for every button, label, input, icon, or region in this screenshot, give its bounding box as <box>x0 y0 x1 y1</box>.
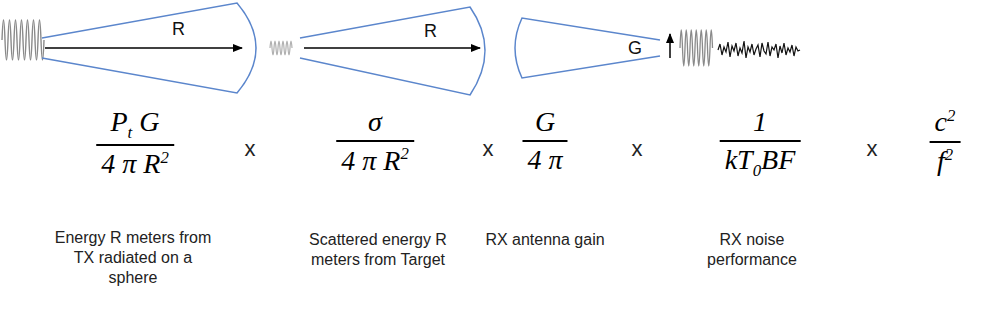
fraction-bar <box>720 140 801 142</box>
denominator: kT0BF <box>720 144 801 180</box>
rx-antenna-horn <box>515 18 660 78</box>
fraction-bar <box>96 144 174 146</box>
formula-term: 2 <box>947 106 955 125</box>
denominator: 4 π <box>522 144 567 176</box>
formula-term: 0 <box>753 161 761 180</box>
denominator: 4 π R2 <box>336 144 414 177</box>
formula-fraction: c2f2 <box>930 106 961 177</box>
noise-trace <box>718 41 800 58</box>
formula-term: f <box>937 145 945 176</box>
fraction-bar <box>336 140 414 142</box>
formula-term: 4 π R <box>101 148 160 179</box>
formula-term: G <box>139 106 159 137</box>
range-label: R <box>172 20 185 38</box>
formula-fraction: σ 4 π R2 <box>336 106 414 177</box>
caption-text: Energy R meters from TX radiated on a sp… <box>48 228 218 288</box>
multiply-sign: x <box>483 138 494 160</box>
gain-label: G <box>628 39 642 57</box>
formula-term: 2 <box>400 144 408 163</box>
formula-term: G <box>535 106 555 137</box>
tx-wave <box>2 20 44 60</box>
range-arrow <box>45 47 242 49</box>
fraction-bar <box>930 141 961 143</box>
tx-beam-cone <box>42 3 256 93</box>
scattered-wave <box>270 41 292 55</box>
denominator: 4 π R2 <box>96 148 174 181</box>
rx-wave <box>680 30 713 66</box>
formula-fraction: G 4 π <box>522 106 567 176</box>
numerator: G <box>522 106 567 138</box>
formula-term: kT <box>725 144 753 175</box>
formula-term: 4 π R <box>341 145 400 176</box>
formula-term: 2 <box>945 145 953 164</box>
caption-text: RX antenna gain <box>470 230 620 250</box>
scatter-cone <box>300 7 485 95</box>
formula-term: σ <box>368 106 382 137</box>
range-arrow <box>304 47 480 49</box>
multiply-sign: x <box>245 138 256 160</box>
range-label: R <box>424 22 437 40</box>
numerator: c2 <box>930 106 961 139</box>
fraction-bar <box>522 140 567 142</box>
formula-term: 1 <box>753 106 767 137</box>
multiply-sign: x <box>632 138 643 160</box>
formula-fraction: PtG 4 π R2 <box>96 106 174 180</box>
formula-fraction: 1kT0BF <box>720 106 801 180</box>
formula-term: BF <box>761 144 795 175</box>
numerator: 1 <box>720 106 801 138</box>
caption-text: RX noise performance <box>692 230 812 270</box>
formula-term: 4 π <box>527 144 562 175</box>
denominator: f2 <box>930 145 961 178</box>
numerator: PtG <box>96 106 174 142</box>
formula-term: t <box>128 123 133 142</box>
multiply-sign: x <box>867 138 878 160</box>
formula-term: 2 <box>160 148 168 167</box>
formula-term: P <box>110 106 127 137</box>
formula-term: c <box>935 106 947 137</box>
gain-arrow <box>669 34 671 58</box>
caption-text: Scattered energy R meters from Target <box>308 230 448 270</box>
numerator: σ <box>336 106 414 138</box>
